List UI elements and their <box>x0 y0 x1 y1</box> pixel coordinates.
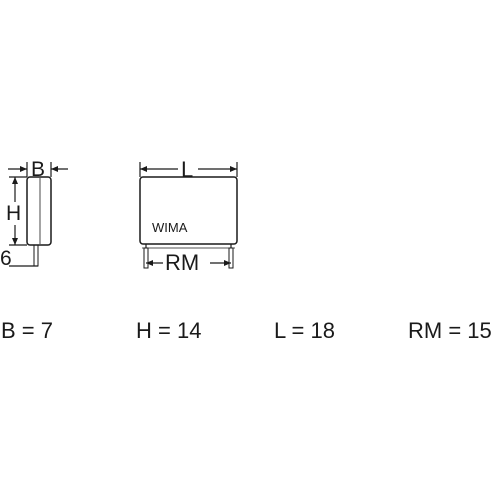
front-body <box>139 176 238 245</box>
rm-arrow-left <box>146 260 153 266</box>
dimension-h: H = 14 <box>136 318 202 343</box>
l-arrow-left <box>140 166 147 172</box>
l-arrow-right <box>230 166 237 172</box>
b-arrow-right <box>51 166 58 172</box>
side-view <box>8 162 68 267</box>
h-arrow-bottom <box>12 238 18 245</box>
rm-arrow-right <box>224 260 231 266</box>
dimension-b: B = 7 <box>1 318 53 343</box>
h-arrow-top <box>12 177 18 184</box>
front-pitch-label: RM <box>165 250 200 275</box>
side-height-label: H <box>6 202 22 225</box>
b-arrow-left <box>20 166 27 172</box>
front-view <box>139 162 238 269</box>
front-lead-right <box>228 247 234 269</box>
front-lead-left <box>143 247 149 269</box>
side-lead-label: 6 <box>0 247 12 270</box>
side-lead <box>33 244 39 267</box>
front-brand-text: WIMA <box>152 220 188 235</box>
dimension-rm: RM = 15 <box>408 318 492 343</box>
dimension-l: L = 18 <box>274 318 335 343</box>
side-body <box>26 176 52 246</box>
front-length-label: L <box>181 157 194 182</box>
side-width-label: B <box>31 158 46 181</box>
